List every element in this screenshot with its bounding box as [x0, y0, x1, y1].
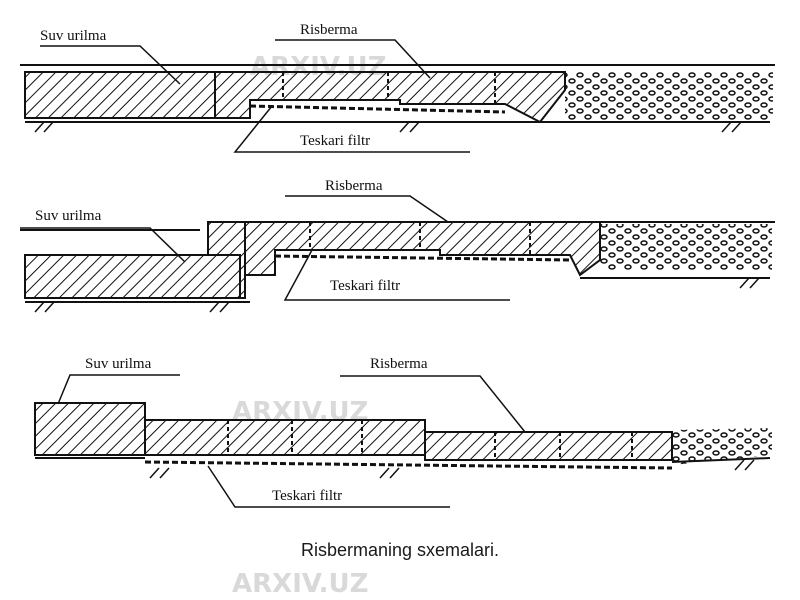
figure-caption: Risbermaning sxemalari.	[300, 540, 500, 560]
filter-layer	[144, 460, 673, 470]
leader-teskari-filtr	[207, 465, 450, 508]
scheme-3: Suv urilma Risberma Teskari filtr	[34, 356, 772, 508]
watermark-group: ARXIV.UZ ARXIV.UZ ARXIV.UZ	[232, 52, 386, 599]
label-teskari-filtr: Teskari filtr	[300, 133, 370, 149]
label-suv-urilma: Suv urilma	[35, 208, 102, 224]
riprap-slab	[424, 431, 673, 461]
riprap-slab	[214, 71, 566, 124]
apron-slab	[24, 254, 241, 299]
leader-suv-urilma	[40, 45, 181, 85]
filter-layer	[249, 104, 506, 114]
scheme-2: Suv urilma Risberma Teskari filtr	[20, 178, 775, 313]
leader-teskari-filtr	[233, 105, 470, 153]
label-suv-urilma: Suv urilma	[85, 356, 152, 372]
label-suv-urilma: Suv urilma	[40, 28, 107, 44]
leader-teskari-filtr	[283, 249, 510, 301]
label-risberma: Risberma	[300, 22, 358, 38]
leader-suv-urilma	[20, 227, 186, 263]
apron-block	[34, 402, 146, 456]
leader-risberma	[275, 39, 431, 79]
apron-slab	[24, 71, 216, 119]
label-risberma: Risberma	[370, 356, 428, 372]
leader-suv-urilma	[57, 374, 180, 405]
scheme-1: Suv urilma Risberma Teskari filtr	[20, 22, 775, 153]
stone-fill	[672, 428, 772, 465]
leader-risberma	[285, 195, 449, 223]
stone-fill	[600, 224, 772, 270]
riprap-slab	[244, 221, 601, 277]
leader-risberma	[340, 375, 526, 433]
stone-fill	[565, 72, 773, 120]
filter-layer	[274, 254, 571, 262]
label-teskari-filtr: Teskari filtr	[330, 278, 400, 294]
label-teskari-filtr: Teskari filtr	[272, 488, 342, 504]
apron-slab	[144, 419, 426, 456]
watermark-text: ARXIV.UZ	[232, 569, 368, 599]
label-risberma: Risberma	[325, 178, 383, 194]
